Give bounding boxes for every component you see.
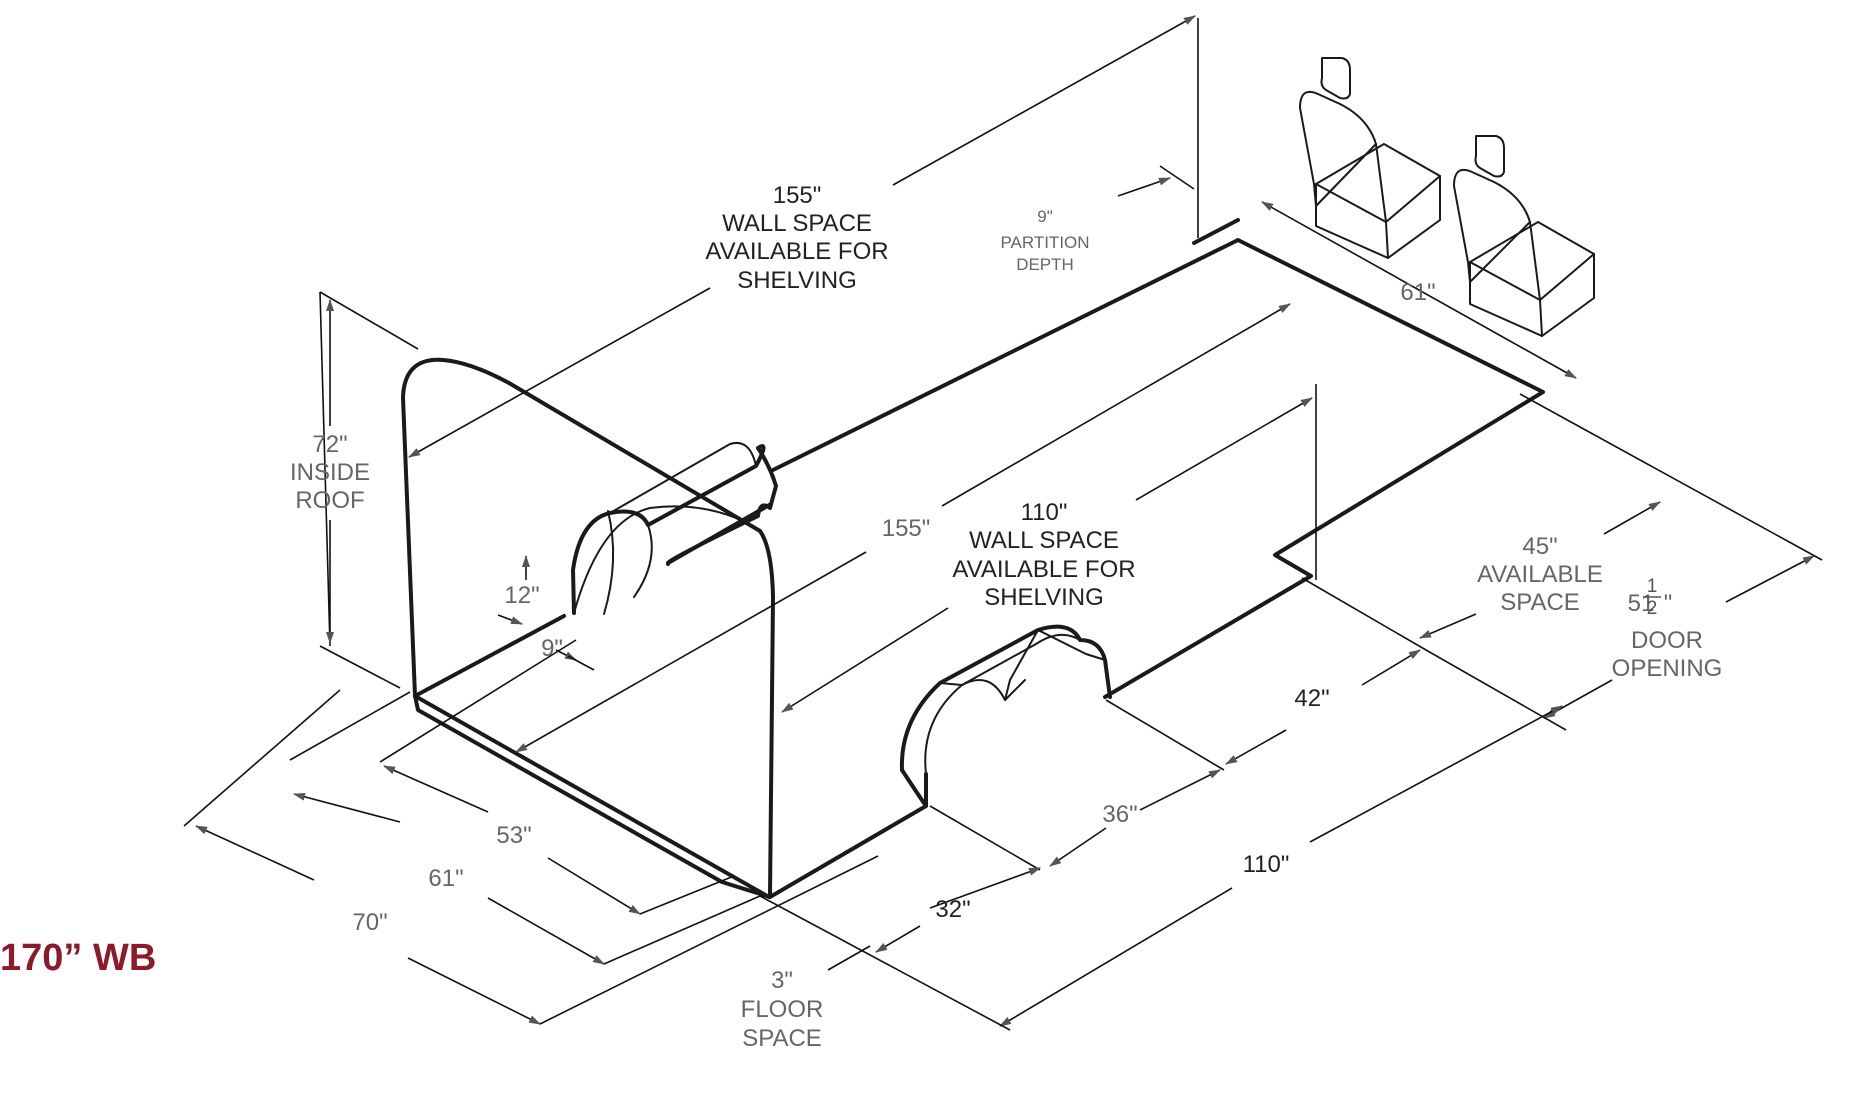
dim-61-floor-b	[487, 897, 605, 965]
driver-wall-edge	[768, 595, 775, 897]
dim-36-a	[1139, 769, 1221, 811]
driver-roof-rail-front	[758, 529, 775, 599]
svg-text:ROOF: ROOF	[295, 487, 364, 514]
dim-155-top-b	[408, 287, 711, 458]
floor-rear-edge	[413, 694, 771, 899]
dim-42-b	[1225, 729, 1287, 765]
label-12: 12"	[504, 582, 539, 609]
dim-61-floor-a	[293, 792, 401, 823]
dimension-lines	[183, 15, 1823, 1031]
svg-text:PARTITION: PARTITION	[1000, 233, 1089, 252]
svg-text:1: 1	[1647, 576, 1658, 597]
label-70: 70"	[352, 909, 387, 936]
dim-70-floor-a	[195, 825, 315, 881]
dim-53-b	[547, 857, 641, 915]
dim-110-base-a	[1309, 705, 1563, 843]
svg-text:SHELVING: SHELVING	[984, 584, 1104, 611]
dim-32-a	[929, 867, 1041, 909]
dim-61-cab	[1261, 201, 1577, 379]
wheelbase-label: 170” WB	[0, 937, 157, 979]
dim-door-a	[1725, 555, 1815, 603]
dim-110-wall-a	[1135, 397, 1313, 501]
driver-roof-rail	[507, 381, 762, 533]
dim-70-floor-b	[407, 957, 541, 1025]
floor-rear-lip	[413, 694, 772, 899]
label-61-cab: 61"	[1400, 279, 1435, 306]
svg-text:WALL SPACE: WALL SPACE	[969, 527, 1119, 554]
dim-3-floor	[827, 945, 871, 971]
dim-110-base-b	[999, 887, 1233, 1027]
label-110-wall: 110"	[1021, 499, 1068, 526]
svg-text:2: 2	[1647, 598, 1658, 619]
svg-text:AVAILABLE FOR: AVAILABLE FOR	[705, 238, 888, 265]
dim-32-b	[875, 925, 921, 953]
dim-9-partition	[1117, 177, 1171, 197]
label-45: 45"	[1522, 533, 1557, 560]
floor-driver-edge	[413, 614, 566, 698]
label-3-floor: 3"	[771, 967, 793, 994]
van-outline	[401, 218, 1545, 899]
dim-155-floor-a	[941, 303, 1291, 507]
label-36: 36"	[1102, 801, 1137, 828]
driver-wheel-well-arch	[573, 505, 761, 614]
svg-text:SPACE: SPACE	[1500, 589, 1580, 616]
svg-text:SPACE: SPACE	[742, 1025, 822, 1052]
svg-text:DOOR: DOOR	[1631, 627, 1703, 654]
dimension-labels: 155" WALL SPACE AVAILABLE FOR SHELVING 9…	[290, 182, 1722, 1052]
passenger-seat	[1453, 135, 1595, 337]
dim-155-top-a	[892, 15, 1196, 186]
rear-door-frame	[401, 357, 511, 698]
label-110-base: 110"	[1243, 851, 1290, 878]
label-9-partition: 9"	[1037, 207, 1053, 226]
label-61-floor: 61"	[428, 865, 463, 892]
label-9-wheelwell: 9"	[541, 635, 563, 662]
label-53: 53"	[496, 822, 531, 849]
dim-45-a	[1603, 501, 1661, 535]
floor-passenger-long	[768, 772, 928, 899]
driver-seat	[1299, 57, 1441, 259]
label-155-wall: 155"	[773, 182, 822, 209]
floor-driver-long	[771, 238, 1545, 699]
svg-text:DEPTH: DEPTH	[1016, 255, 1074, 274]
dim-36-b	[1049, 827, 1107, 867]
dim-42-a	[1361, 649, 1421, 686]
svg-text:WALL SPACE: WALL SPACE	[722, 210, 872, 237]
svg-text:INSIDE: INSIDE	[290, 459, 370, 486]
label-door-opening: 51 1 2 " DOOR OPENING	[1612, 576, 1723, 682]
label-42: 42"	[1294, 685, 1329, 712]
label-72: 72"	[312, 431, 347, 458]
svg-text:SHELVING: SHELVING	[737, 267, 857, 294]
svg-text:AVAILABLE: AVAILABLE	[1477, 561, 1603, 588]
label-155-floor: 155"	[882, 515, 931, 542]
svg-text:FLOOR: FLOOR	[741, 996, 824, 1023]
svg-text:51: 51	[1628, 590, 1655, 617]
dim-155-floor-b	[515, 551, 867, 753]
partition-top	[1192, 218, 1240, 245]
svg-text:AVAILABLE FOR: AVAILABLE FOR	[952, 556, 1135, 583]
svg-text:OPENING: OPENING	[1612, 655, 1723, 682]
dim-45-b	[1419, 613, 1477, 639]
label-32: 32"	[935, 896, 970, 923]
dim-53-a	[383, 765, 489, 813]
dim-110-wall-b	[781, 607, 949, 713]
passenger-wheel-well	[899, 624, 1112, 772]
driver-wheel-well	[571, 444, 778, 615]
dim-door-b	[1543, 679, 1613, 719]
svg-text:": "	[1664, 590, 1673, 617]
